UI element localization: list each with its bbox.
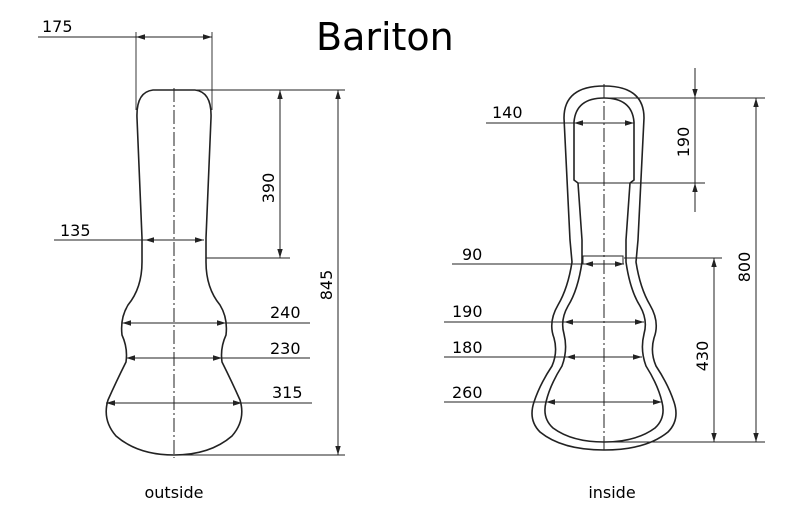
- outside-neck-width-label: 135: [60, 221, 91, 240]
- inside-view: 140 190 90 190 180 260 430 800: [444, 68, 765, 502]
- inside-upper-bout-label: 190: [452, 302, 483, 321]
- inside-pocket-width-label: 140: [492, 103, 523, 122]
- outside-caption: outside: [145, 483, 204, 502]
- inside-waist-label: 180: [452, 338, 483, 357]
- outside-case-outline: [105, 89, 243, 456]
- inside-caption: inside: [588, 483, 635, 502]
- outside-neck-length-label: 390: [259, 173, 278, 204]
- inside-pocket-length-label: 190: [674, 127, 693, 158]
- inside-body-length-label: 430: [693, 341, 712, 372]
- inside-neck-block: [582, 255, 624, 265]
- outside-waist-label: 230: [270, 339, 301, 358]
- outside-lower-bout-label: 315: [272, 383, 303, 402]
- outside-view: 175 135 240 230 315 390 845 outside: [38, 17, 345, 502]
- outside-top-width-label: 175: [42, 17, 73, 36]
- outside-total-length-label: 845: [317, 270, 336, 301]
- drawing-title: Bariton: [316, 15, 454, 59]
- inside-neck-width-label: 90: [462, 245, 482, 264]
- outside-upper-bout-label: 240: [270, 303, 301, 322]
- inside-lower-bout-label: 260: [452, 383, 483, 402]
- inside-total-length-label: 800: [735, 252, 754, 283]
